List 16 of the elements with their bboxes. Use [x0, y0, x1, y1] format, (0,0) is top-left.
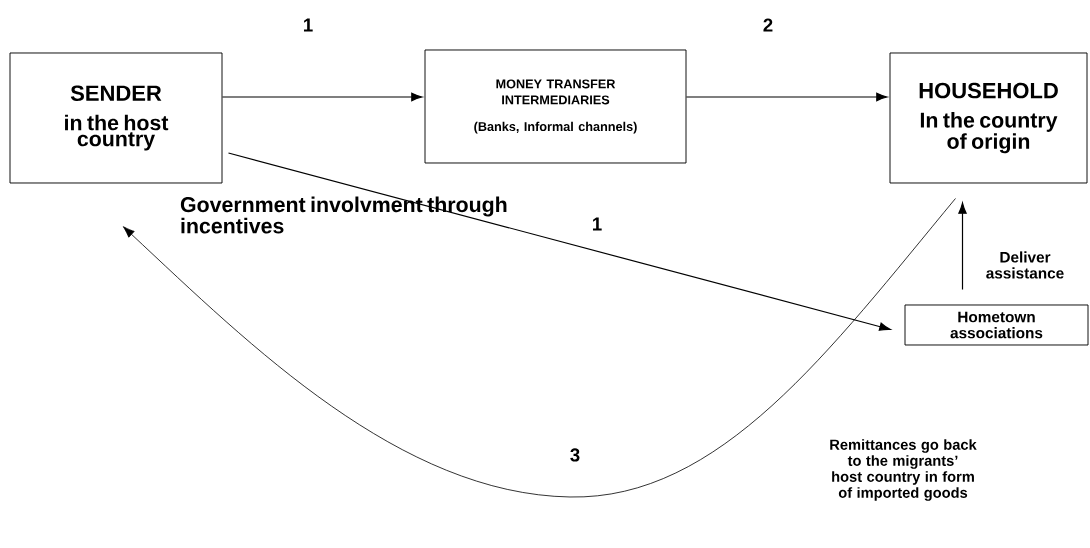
note-text: Government involvment through incentives	[180, 196, 507, 234]
arrow	[958, 202, 967, 291]
arrow	[685, 92, 888, 102]
edge-label: 1	[301, 17, 315, 33]
edge-label: 3	[568, 447, 582, 463]
process-box: SENDER in the host country	[9, 52, 223, 184]
edge-label: 1	[590, 216, 604, 232]
process-box: MONEY TRANSFER INTERMEDIARIES (Banks, Informal channels)	[424, 49, 687, 164]
process-box: Hometown associations	[904, 304, 1089, 346]
note-text: Remittances go back to the migrants’ host country in form of imported goods	[830, 439, 977, 501]
arrow	[122, 198, 956, 498]
edge-label: 2	[761, 17, 775, 33]
process-box: HOUSEHOLD In the country of origin	[889, 52, 1088, 184]
edge-label: Deliver assistance	[981, 250, 1069, 280]
arrow	[227, 152, 891, 331]
arrow	[221, 92, 423, 102]
